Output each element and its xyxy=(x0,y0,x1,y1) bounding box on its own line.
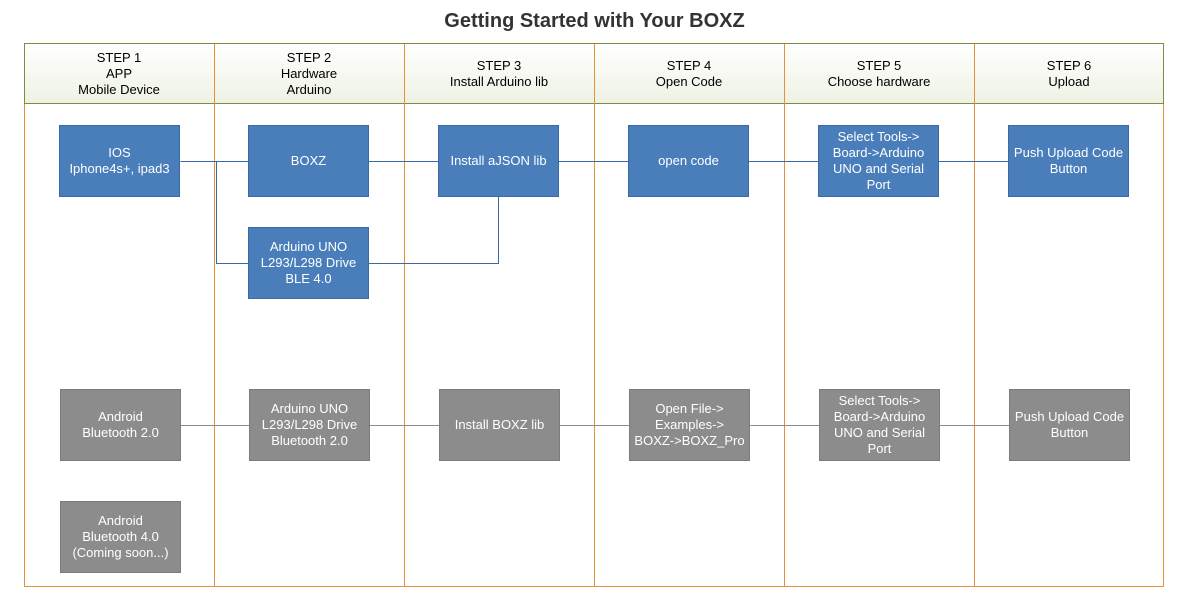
node-android-bt4: Android Bluetooth 4.0 (Coming soon...) xyxy=(60,501,181,573)
node-text: BOXZ xyxy=(290,153,327,168)
column-header-line: Install Arduino lib xyxy=(449,74,549,89)
node-text: BLE 4.0 xyxy=(285,271,332,286)
node-text: Board->Arduino xyxy=(832,145,925,160)
node-text: Install BOXZ lib xyxy=(454,417,545,432)
column-header-line: Mobile Device xyxy=(78,82,160,97)
node-arduino-uno-ble: Arduino UNO L293/L298 Drive BLE 4.0 xyxy=(248,227,369,299)
connector-ios-uno-ble xyxy=(216,161,248,264)
node-text: Push Upload Code xyxy=(1013,145,1124,160)
node-text: Android xyxy=(98,409,143,424)
column-header-step-1: STEP 1 APP Mobile Device xyxy=(24,44,214,104)
node-push-upload-bt2: Push Upload Code Button xyxy=(1009,389,1130,461)
node-text: Bluetooth 2.0 xyxy=(82,425,159,440)
node-ios: IOS Iphone4s+, ipad3 xyxy=(59,125,180,197)
column-header-step-5: STEP 5 Choose hardware xyxy=(784,44,974,104)
node-text: Open File-> xyxy=(655,401,724,416)
node-boxz: BOXZ xyxy=(248,125,369,197)
node-text: IOS xyxy=(108,145,131,160)
column-header-line: STEP 3 xyxy=(476,58,522,73)
column-header-line: Upload xyxy=(1048,74,1090,89)
column-header-line: STEP 2 xyxy=(286,50,332,65)
connector-uno-ble-ajson xyxy=(369,197,499,264)
diagram-title: Getting Started with Your BOXZ xyxy=(444,10,745,32)
column-divider xyxy=(974,44,975,586)
column-header-line: APP xyxy=(105,66,132,81)
column-header-line: Arduino xyxy=(286,82,332,97)
node-text: open code xyxy=(658,153,719,168)
column-divider xyxy=(214,44,215,586)
node-select-tools-bt2: Select Tools-> Board->Arduino UNO and Se… xyxy=(819,389,940,461)
node-arduino-uno-bt2: Arduino UNO L293/L298 Drive Bluetooth 2.… xyxy=(249,389,370,461)
node-text: Install aJSON lib xyxy=(450,153,547,168)
node-select-tools-ble: Select Tools-> Board->Arduino UNO and Se… xyxy=(818,125,939,197)
node-push-upload-ble: Push Upload Code Button xyxy=(1008,125,1129,197)
node-text: Push Upload Code xyxy=(1014,409,1125,424)
column-header-line: Open Code xyxy=(655,74,723,89)
column-header-line: STEP 6 xyxy=(1046,58,1092,73)
node-text: L293/L298 Drive xyxy=(261,417,358,432)
node-text: Bluetooth 2.0 xyxy=(271,433,348,448)
node-text: Arduino UNO xyxy=(269,239,348,254)
column-header-step-4: STEP 4 Open Code xyxy=(594,44,784,104)
node-text: UNO and Serial xyxy=(833,425,926,440)
node-text: UNO and Serial xyxy=(832,161,925,176)
column-header-line: STEP 4 xyxy=(666,58,712,73)
node-text: Port xyxy=(866,177,891,192)
node-text: Arduino UNO xyxy=(270,401,349,416)
column-header-step-2: STEP 2 Hardware Arduino xyxy=(214,44,404,104)
column-header-step-3: STEP 3 Install Arduino lib xyxy=(404,44,594,104)
node-text: Button xyxy=(1050,425,1089,440)
column-divider xyxy=(784,44,785,586)
node-text: (Coming soon...) xyxy=(72,545,169,560)
node-open-file: Open File-> Examples-> BOXZ->BOXZ_Pro xyxy=(629,389,750,461)
node-text: Button xyxy=(1049,161,1088,176)
column-header-step-6: STEP 6 Upload xyxy=(974,44,1164,104)
node-text: Bluetooth 4.0 xyxy=(82,529,159,544)
node-text: L293/L298 Drive xyxy=(260,255,357,270)
column-header-line: STEP 5 xyxy=(856,58,902,73)
node-android-bt2: Android Bluetooth 2.0 xyxy=(60,389,181,461)
node-text: BOXZ->BOXZ_Pro xyxy=(634,433,745,448)
node-text: Board->Arduino xyxy=(833,409,926,424)
node-install-ajson: Install aJSON lib xyxy=(438,125,559,197)
node-open-code: open code xyxy=(628,125,749,197)
node-text: Examples-> xyxy=(655,417,724,432)
column-header-line: STEP 1 xyxy=(96,50,142,65)
node-text: Android xyxy=(98,513,143,528)
column-header-line: Choose hardware xyxy=(827,74,931,89)
node-text: Select Tools-> xyxy=(838,393,921,408)
node-text: Port xyxy=(867,441,892,456)
column-divider xyxy=(594,44,595,586)
column-divider xyxy=(404,44,405,586)
node-install-boxz-lib: Install BOXZ lib xyxy=(439,389,560,461)
column-header-line: Hardware xyxy=(280,66,338,81)
node-text: Iphone4s+, ipad3 xyxy=(69,161,170,176)
node-text: Select Tools-> xyxy=(837,129,920,144)
